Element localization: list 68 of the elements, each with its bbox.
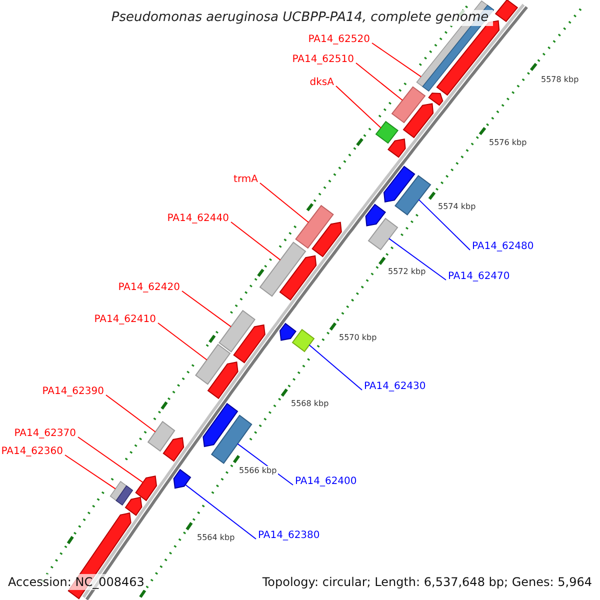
scale-label: 5570 kbp: [338, 333, 378, 343]
gene-bar: [295, 204, 334, 249]
gene-bar: [368, 218, 398, 250]
gene-bar: [259, 242, 306, 297]
genome-info-text: Topology: circular; Length: 6,537,648 bp; Genes: 5,964: [260, 574, 594, 590]
gene-bar: [218, 310, 256, 352]
gene-bar: [210, 414, 252, 464]
gene-segment: [312, 222, 342, 258]
gene-bar: [394, 175, 432, 216]
gene-label: PA14_62380: [258, 529, 320, 542]
gene-bar: [147, 420, 176, 452]
gene-bar: [195, 344, 231, 385]
gene-segment: [365, 204, 386, 226]
leader-line: [260, 182, 309, 223]
gene-bar: [391, 86, 426, 124]
gene-segment: [233, 324, 266, 364]
gene-segment: [402, 103, 434, 138]
gene-label: PA14_62510: [292, 53, 354, 66]
gene-label: PA14_62360: [1, 445, 63, 458]
leader-line: [356, 62, 403, 101]
leader-line: [182, 290, 232, 328]
gene-label: PA14_62390: [42, 385, 104, 398]
leader-line: [237, 443, 294, 486]
scale-label: 5576 kbp: [488, 138, 528, 148]
gene-bar: [494, 0, 518, 22]
gene-segment: [279, 322, 296, 341]
gene-label: PA14_62410: [94, 313, 156, 326]
gene-segment: [428, 92, 444, 106]
scale-label: 5568 kbp: [290, 399, 330, 409]
gene-segment: [279, 255, 317, 301]
gene-label: PA14_62400: [295, 475, 357, 488]
gene-bar: [110, 480, 134, 506]
leader-line: [106, 394, 156, 432]
gene-label: PA14_62440: [167, 212, 229, 225]
gene-segment: [162, 437, 184, 462]
gene-bar: [375, 120, 398, 144]
scale-label: 5578 kbp: [540, 75, 580, 85]
gene-label: trmA: [234, 173, 258, 186]
leader-line: [308, 344, 362, 390]
gene-label: PA14_62480: [472, 240, 534, 253]
gene-label: dksA: [310, 76, 334, 89]
scale-label: 5564 kbp: [196, 533, 236, 543]
gene-label: PA14_62430: [364, 380, 426, 393]
gene-segment: [207, 362, 238, 400]
leader-line: [158, 322, 208, 360]
gene-segment: [135, 476, 158, 502]
gene-segment: [202, 402, 238, 448]
leader-line: [230, 222, 281, 260]
leader-line: [184, 484, 256, 540]
leader-line: [388, 238, 446, 280]
gene-label: PA14_62370: [14, 427, 76, 440]
gene-bar: [292, 328, 315, 352]
leader-line: [336, 86, 382, 128]
gene-segment: [383, 166, 416, 202]
gene-segment: [124, 496, 142, 516]
leader-line: [64, 454, 116, 490]
gene-segment: [173, 468, 192, 489]
leader-line: [372, 42, 422, 78]
gene-label: PA14_62520: [308, 33, 370, 46]
gene-label: PA14_62470: [448, 270, 510, 283]
leader-line: [78, 436, 144, 483]
accession-text: Accession: NC_008463: [6, 574, 146, 590]
gene-segment: [388, 138, 406, 158]
leader-line: [418, 199, 470, 250]
gene-label: PA14_62420: [118, 281, 180, 294]
scale-label: 5566 kbp: [238, 466, 278, 476]
scale-label: 5574 kbp: [437, 202, 477, 212]
scale-label: 5572 kbp: [387, 267, 427, 277]
